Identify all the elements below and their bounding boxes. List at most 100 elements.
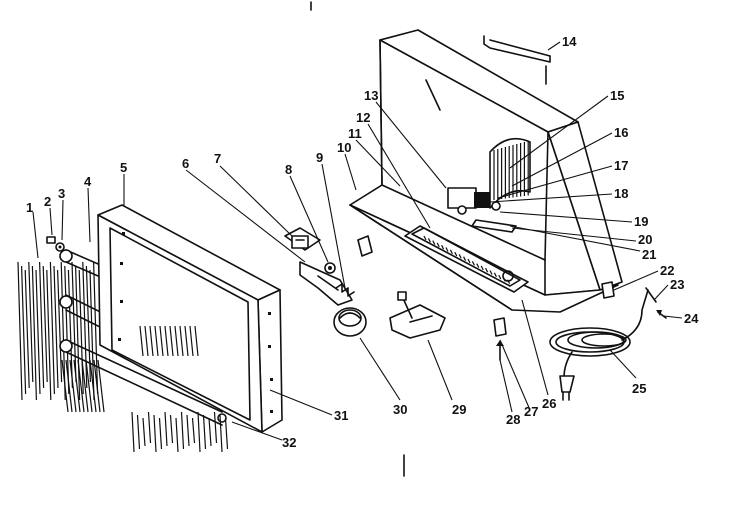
part-24-screw bbox=[656, 310, 667, 319]
hatch-line bbox=[436, 242, 440, 248]
hatch-line bbox=[73, 359, 81, 413]
callout-32: 32 bbox=[282, 435, 296, 450]
part-8-screw bbox=[324, 262, 336, 274]
hatch-line bbox=[39, 261, 45, 389]
hatch-line bbox=[42, 265, 48, 383]
hatch-line bbox=[53, 265, 59, 389]
hatch-line bbox=[142, 417, 146, 447]
part-30-knob bbox=[333, 307, 367, 337]
hatch-line bbox=[184, 325, 189, 357]
hatch-line bbox=[445, 247, 449, 252]
hatch-line bbox=[498, 274, 502, 280]
hatch-line bbox=[476, 263, 480, 268]
hatch-line bbox=[432, 240, 436, 245]
hatch-line bbox=[463, 256, 467, 261]
frame-hole bbox=[122, 232, 125, 235]
hatch-line bbox=[219, 414, 223, 453]
part-3-washer bbox=[55, 242, 65, 252]
callout-28: 28 bbox=[506, 412, 520, 427]
callout-labels: 1 2 3 4 5 6 7 8 9 10 11 12 13 14 15 16 1… bbox=[26, 34, 699, 450]
part-1-front-grille bbox=[17, 261, 105, 413]
part-5-frame bbox=[97, 204, 283, 433]
callout-1: 1 bbox=[26, 200, 33, 215]
hatch-line bbox=[149, 325, 154, 357]
hatch-line bbox=[35, 269, 41, 395]
hatch-line bbox=[467, 258, 471, 264]
hatch-line bbox=[154, 325, 159, 357]
hatch-line bbox=[81, 359, 89, 413]
callout-4: 4 bbox=[84, 174, 92, 189]
frame-hole bbox=[118, 338, 121, 341]
callout-15: 15 bbox=[610, 88, 624, 103]
hatch-line bbox=[164, 411, 168, 447]
callout-24: 24 bbox=[684, 311, 699, 326]
hatch-line bbox=[24, 269, 30, 389]
hatch-line bbox=[136, 414, 141, 450]
hatch-line bbox=[46, 269, 52, 401]
hatch-line bbox=[186, 414, 190, 447]
callout-11: 11 bbox=[348, 126, 362, 141]
part-26-control-panel bbox=[404, 225, 529, 293]
hatch-line bbox=[194, 325, 199, 357]
callout-18: 18 bbox=[614, 186, 628, 201]
hatch-line bbox=[64, 265, 70, 395]
hatch-line bbox=[493, 272, 497, 278]
hatch-line bbox=[57, 269, 63, 383]
part-29-switch bbox=[389, 291, 446, 339]
hatch-line bbox=[17, 261, 23, 401]
part-7-latch bbox=[284, 227, 321, 251]
hatch-line bbox=[471, 261, 475, 266]
frame-hole bbox=[270, 410, 273, 413]
callout-12: 12 bbox=[356, 110, 370, 125]
hatch-line bbox=[441, 244, 445, 250]
frame-hole bbox=[120, 300, 123, 303]
callout-2: 2 bbox=[44, 194, 51, 209]
callout-10: 10 bbox=[337, 140, 351, 155]
hatch-line bbox=[139, 325, 144, 357]
hatch-line bbox=[224, 417, 229, 450]
hatch-line bbox=[21, 265, 27, 395]
callout-23: 23 bbox=[670, 277, 684, 292]
callout-13: 13 bbox=[364, 88, 378, 103]
hatch-line bbox=[454, 251, 458, 257]
callout-6: 6 bbox=[182, 156, 189, 171]
callout-19: 19 bbox=[634, 214, 648, 229]
hatch-line bbox=[174, 325, 179, 357]
hatch-line bbox=[189, 325, 194, 357]
callout-14: 14 bbox=[562, 34, 577, 49]
hatch-line bbox=[77, 359, 85, 413]
part-6-bracket bbox=[299, 261, 353, 306]
hatch-line bbox=[202, 414, 207, 450]
callout-9: 9 bbox=[316, 150, 323, 165]
hatch-line bbox=[89, 359, 97, 413]
part-14-top-bracket bbox=[483, 35, 551, 85]
callout-29: 29 bbox=[452, 402, 466, 417]
part-9-spring bbox=[335, 283, 355, 297]
part-27-foot bbox=[493, 317, 507, 337]
hatch-line bbox=[71, 261, 77, 383]
hatch-line bbox=[485, 267, 489, 273]
frame-hole bbox=[268, 312, 271, 315]
callout-16: 16 bbox=[614, 125, 628, 140]
callout-7: 7 bbox=[214, 151, 221, 166]
hatch-line bbox=[89, 269, 95, 401]
callout-27: 27 bbox=[524, 404, 538, 419]
part-16-heater-coil bbox=[489, 137, 531, 209]
callout-20: 20 bbox=[638, 232, 652, 247]
hatch-line bbox=[449, 249, 453, 255]
hatch-line bbox=[28, 261, 34, 383]
hatch-line bbox=[164, 325, 169, 357]
frame-hole bbox=[268, 345, 271, 348]
hatch-line bbox=[159, 325, 164, 357]
hatch-line bbox=[82, 261, 88, 389]
hatch-line bbox=[175, 417, 179, 453]
part-22-foot bbox=[601, 281, 615, 299]
hatch-line bbox=[427, 238, 431, 243]
frame-hole bbox=[270, 378, 273, 381]
callout-17: 17 bbox=[614, 158, 628, 173]
hatch-line bbox=[169, 414, 174, 444]
callout-22: 22 bbox=[660, 263, 674, 278]
frame-hole bbox=[120, 262, 123, 265]
hatch-line bbox=[147, 411, 152, 444]
